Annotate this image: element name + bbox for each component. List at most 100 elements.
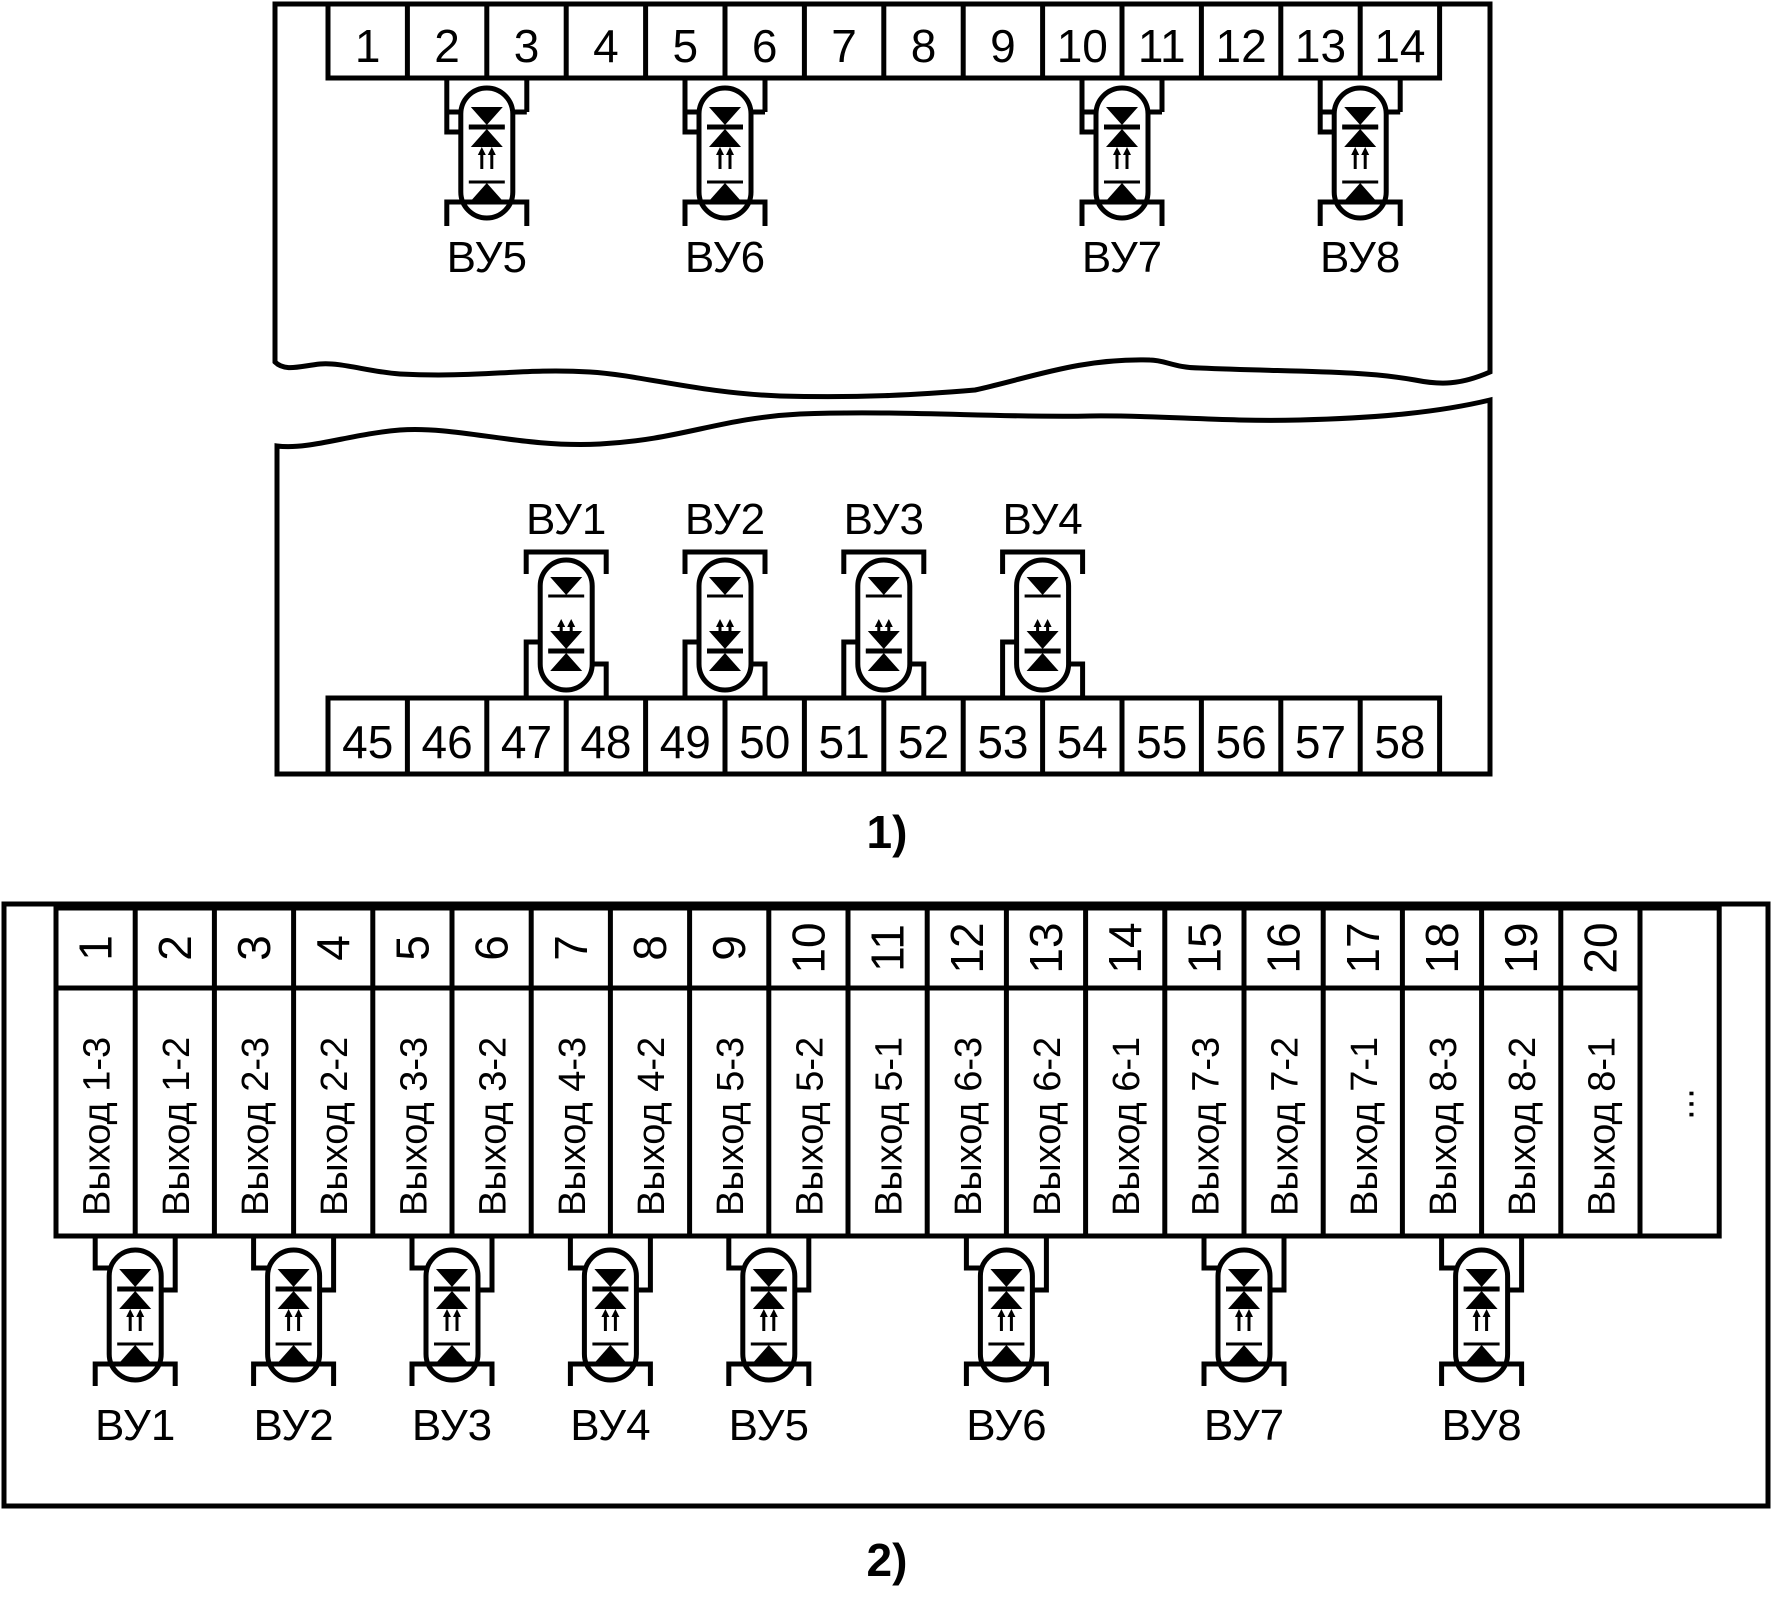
opto-label: ВУ8 — [1320, 233, 1400, 282]
opto-input-leads — [1439, 1361, 1525, 1386]
light-arrow-head — [1361, 147, 1370, 155]
column-number: 2 — [149, 935, 201, 961]
terminal-number: 5 — [673, 20, 699, 72]
opto-output-leads — [682, 639, 768, 698]
column-number: 18 — [1416, 922, 1468, 973]
light-arrow-head — [769, 1309, 778, 1317]
diode-triangle — [1228, 1291, 1260, 1309]
output-table-frame — [53, 905, 1722, 1239]
figure1-caption: 1) — [867, 806, 908, 858]
optocoupler-ВУ1 — [106, 1247, 164, 1383]
opto-label: ВУ4 — [1002, 495, 1082, 544]
terminal-number: 58 — [1374, 716, 1425, 768]
opto-leads — [682, 78, 768, 135]
terminal-number: 8 — [911, 20, 937, 72]
diode-triangle — [709, 653, 741, 671]
opto-input-leads — [1079, 199, 1165, 226]
output-label: Выход 2-2 — [314, 1037, 356, 1216]
diode-triangle — [436, 1269, 468, 1287]
opto-label: ВУ3 — [412, 1401, 492, 1450]
light-arrow-head — [1043, 619, 1052, 627]
column-number: 1 — [70, 935, 122, 961]
diode-triangle — [1228, 1269, 1260, 1287]
terminal-number: 12 — [1216, 20, 1267, 72]
terminal-number: 14 — [1374, 20, 1425, 72]
diode-triangle — [752, 1269, 785, 1287]
column-number: 9 — [703, 935, 755, 961]
terminal-number: 1 — [355, 20, 381, 72]
device-top-outline — [272, 1, 1493, 400]
opto-output-leads — [92, 1236, 178, 1293]
terminal-number: 7 — [831, 20, 857, 72]
opto-input-leads — [682, 549, 768, 574]
optocoupler-body — [1093, 85, 1151, 221]
opto-output-leads — [726, 1236, 812, 1293]
terminal-number: 13 — [1295, 20, 1346, 72]
opto-label: ВУ2 — [253, 1401, 333, 1450]
diode-triangle — [1465, 1345, 1498, 1363]
opto-input-leads — [726, 1361, 812, 1386]
terminal-number: 2 — [434, 20, 460, 72]
terminal-number: 53 — [977, 716, 1028, 768]
light-arrow-head — [997, 1309, 1006, 1317]
output-label: Выход 6-1 — [1106, 1037, 1148, 1216]
light-arrow-head — [294, 1309, 303, 1317]
opto-label: ВУ7 — [1082, 233, 1162, 282]
ellipsis-label: ... — [1661, 1088, 1703, 1120]
light-arrow-head — [884, 619, 893, 627]
light-arrow-head — [487, 147, 496, 155]
opto-output-leads — [567, 1236, 653, 1293]
light-arrow-head — [1245, 1309, 1253, 1317]
diode-triangle — [594, 1345, 627, 1363]
optocoupler-body — [740, 1247, 798, 1383]
optocoupler-body — [106, 1247, 164, 1383]
light-arrow-head — [284, 1309, 293, 1317]
optocoupler-ВУ5 — [458, 85, 516, 221]
diode-triangle — [752, 1291, 785, 1309]
light-arrow-head — [716, 147, 724, 155]
opto-input-leads — [251, 1361, 337, 1386]
opto-output-leads — [523, 639, 609, 698]
device-bottom-outline — [274, 396, 1493, 777]
optocoupler-ВУ8 — [1331, 85, 1389, 221]
column-number: 14 — [1099, 922, 1151, 973]
column-number: 8 — [624, 935, 676, 961]
output-label: Выход 7-1 — [1344, 1037, 1386, 1216]
diode-triangle — [550, 631, 583, 649]
diode-triangle — [752, 1345, 785, 1363]
optocoupler-ВУ8 — [1453, 1247, 1511, 1383]
optocoupler-body — [1453, 1247, 1511, 1383]
opto-label: ВУ1 — [95, 1401, 175, 1450]
opto-leads — [444, 78, 530, 135]
diode-triangle — [119, 1291, 152, 1309]
column-number: 20 — [1574, 922, 1626, 973]
diode-triangle — [1026, 653, 1059, 671]
opto-input-leads — [963, 1361, 1049, 1386]
light-arrow-head — [136, 1309, 145, 1317]
light-arrow-head — [601, 1309, 610, 1317]
output-label: Выход 5-3 — [710, 1037, 752, 1216]
terminal-number: 11 — [1138, 20, 1186, 72]
opto-input-leads — [92, 1361, 178, 1386]
opto-input-leads — [567, 1361, 653, 1386]
opto-output-leads — [409, 1236, 495, 1293]
output-label: Выход 7-3 — [1185, 1037, 1227, 1216]
diode-triangle — [470, 129, 503, 147]
column-number: 19 — [1495, 922, 1547, 973]
optocoupler-body — [423, 1247, 481, 1383]
column-number: 16 — [1258, 922, 1310, 973]
opto-output-leads — [963, 1236, 1049, 1293]
terminal-number: 57 — [1295, 716, 1346, 768]
diode-triangle — [1465, 1269, 1498, 1287]
light-arrow-head — [567, 619, 576, 627]
light-arrow-head — [1351, 147, 1360, 155]
output-label: Выход 1-2 — [156, 1037, 198, 1216]
terminal-number: 6 — [752, 20, 778, 72]
light-arrow-head — [1235, 1309, 1243, 1317]
output-label: Выход 3-2 — [473, 1037, 515, 1216]
terminal-number: 4 — [593, 20, 619, 72]
